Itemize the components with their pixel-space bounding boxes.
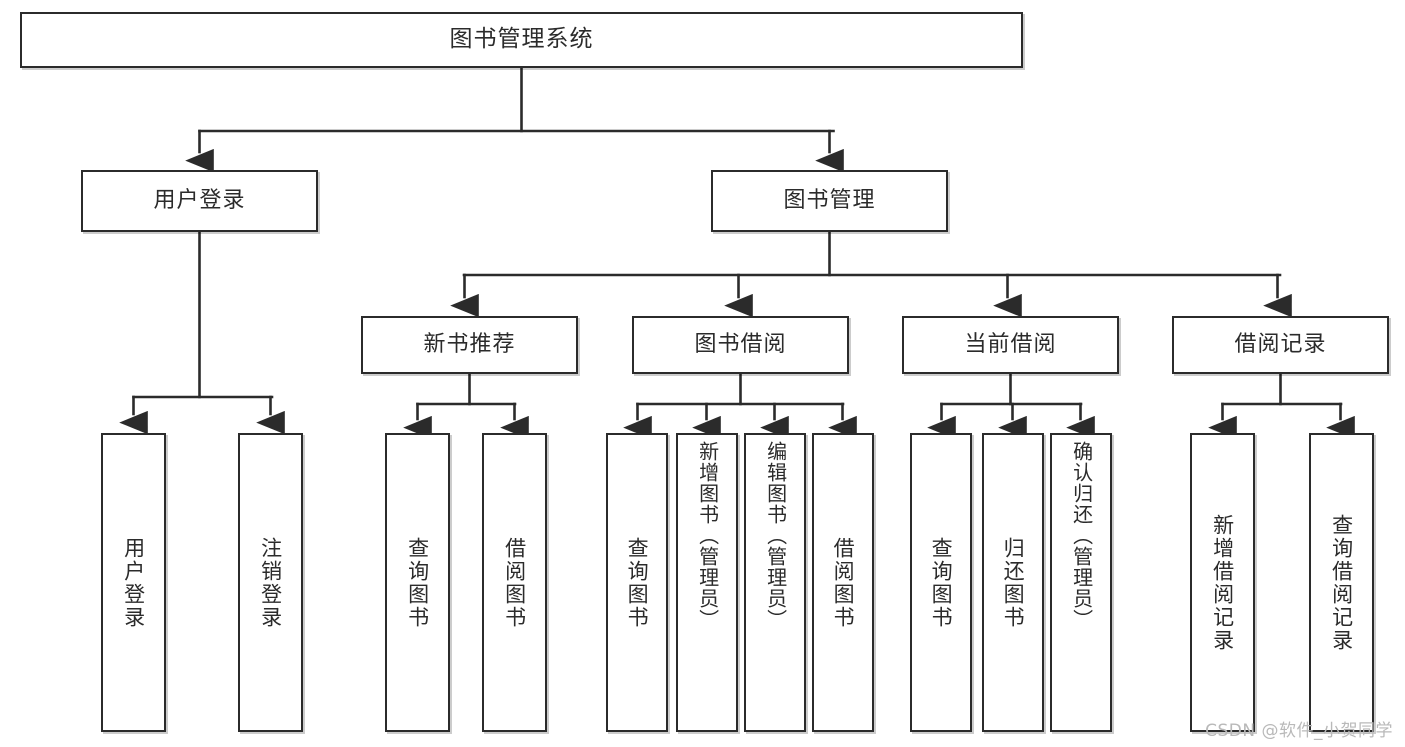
node-label: 归还图书 xyxy=(1001,536,1026,629)
node-label: 当前借阅 xyxy=(964,332,1057,358)
node-label: 图书管理 xyxy=(783,188,876,214)
node-new-book-recommendation[interactable]: 新书推荐 xyxy=(361,316,578,374)
leaf-current-confirm-return-admin[interactable]: 确认归还（管理员） xyxy=(1050,433,1112,732)
node-book-borrow[interactable]: 图书借阅 xyxy=(632,316,849,374)
node-label: 用户登录 xyxy=(153,188,246,214)
leaf-record-add-borrow-record[interactable]: 新增借阅记录 xyxy=(1190,433,1255,732)
node-label: 查询图书 xyxy=(405,536,430,629)
leaf-user-logout[interactable]: 注销登录 xyxy=(238,433,303,732)
leaf-borrow-edit-book-admin[interactable]: 编辑图书（管理员） xyxy=(744,433,806,732)
leaf-record-query-borrow-record[interactable]: 查询借阅记录 xyxy=(1309,433,1374,732)
node-current-borrow[interactable]: 当前借阅 xyxy=(902,316,1119,374)
node-label: 用户登录 xyxy=(121,536,146,629)
leaf-recommend-query-book[interactable]: 查询图书 xyxy=(385,433,450,732)
node-label: 借阅记录 xyxy=(1234,332,1327,358)
node-label: 图书管理系统 xyxy=(449,26,594,53)
node-label: 注销登录 xyxy=(258,536,283,629)
node-label: 确认归还（管理员） xyxy=(1069,441,1094,630)
leaf-current-query-book[interactable]: 查询图书 xyxy=(910,433,972,732)
node-label: 新书推荐 xyxy=(423,332,516,358)
node-label: 借阅图书 xyxy=(831,536,856,629)
node-label: 新增借阅记录 xyxy=(1210,513,1235,652)
node-root-system[interactable]: 图书管理系统 xyxy=(20,12,1023,68)
leaf-current-return-book[interactable]: 归还图书 xyxy=(982,433,1044,732)
leaf-user-login[interactable]: 用户登录 xyxy=(101,433,166,732)
node-label: 编辑图书（管理员） xyxy=(763,441,788,630)
leaf-borrow-add-book-admin[interactable]: 新增图书（管理员） xyxy=(676,433,738,732)
leaf-borrow-query-book[interactable]: 查询图书 xyxy=(606,433,668,732)
node-borrow-record[interactable]: 借阅记录 xyxy=(1172,316,1389,374)
node-label: 查询图书 xyxy=(929,536,954,629)
node-label: 新增图书（管理员） xyxy=(695,441,720,630)
node-book-management[interactable]: 图书管理 xyxy=(711,170,948,232)
node-label: 查询图书 xyxy=(625,536,650,629)
node-user-login[interactable]: 用户登录 xyxy=(81,170,318,232)
watermark: CSDN @软件_小贺同学 xyxy=(1205,721,1393,741)
node-label: 图书借阅 xyxy=(694,332,787,358)
leaf-recommend-borrow-book[interactable]: 借阅图书 xyxy=(482,433,547,732)
node-label: 查询借阅记录 xyxy=(1329,513,1354,652)
leaf-borrow-lend-book[interactable]: 借阅图书 xyxy=(812,433,874,732)
node-label: 借阅图书 xyxy=(502,536,527,629)
